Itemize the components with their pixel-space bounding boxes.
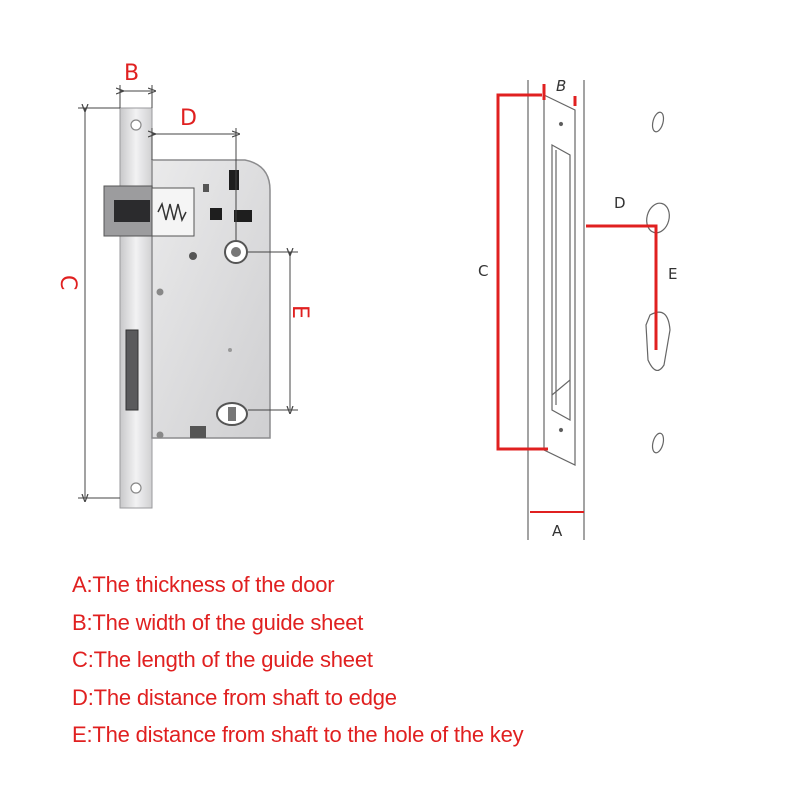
right-dimensions [496, 84, 658, 451]
label-d-left: D [180, 106, 197, 131]
rivet-4 [156, 431, 164, 439]
shaft-hole-inner [231, 247, 241, 257]
latch-spring-window [151, 187, 195, 237]
key-hole-slot [228, 407, 236, 421]
bottom-notch [190, 426, 206, 438]
legend-item-e: E:The distance from shaft to the hole of… [72, 722, 524, 747]
label-c-left: C [55, 275, 80, 290]
sketch-key-hole [645, 311, 671, 371]
left-dimensions [78, 85, 298, 498]
rivet-3 [228, 348, 232, 352]
sketch-hole-bottom [651, 432, 665, 454]
label-c-right: C [478, 262, 488, 280]
door-sketch [527, 80, 671, 540]
rivet-1 [189, 252, 197, 260]
sketch-hole-top [651, 111, 665, 133]
label-b-right: B [556, 77, 566, 95]
sketch-faceplate-inner [551, 143, 571, 422]
faceplate-screw-bottom [130, 482, 142, 494]
sketch-shaft-hole [646, 202, 670, 234]
label-e-left: E [287, 305, 312, 319]
label-b-left: B [124, 61, 139, 86]
legend-item-c: C:The length of the guide sheet [72, 647, 373, 672]
latch-spring [157, 201, 187, 223]
legend-item-d: D:The distance from shaft to edge [72, 684, 397, 710]
legend-item-a: A:The thickness of the door [72, 572, 335, 597]
lock-catch [234, 210, 252, 222]
dim-line-c-right [496, 93, 548, 451]
latch-bolt-black [114, 200, 150, 222]
guide-sheet-faceplate [119, 107, 153, 509]
rivet-2 [156, 288, 164, 296]
sketch-faceplate [543, 94, 576, 466]
dim-line-d-right [586, 224, 658, 350]
lock-lever [229, 170, 239, 190]
faceplate-slot [125, 329, 139, 411]
small-hole [203, 184, 209, 192]
label-e-right: E [668, 265, 677, 283]
label-d-right: D [614, 194, 626, 212]
label-a-right: A [552, 522, 563, 540]
lock-square [210, 208, 222, 220]
legend: A:The thickness of the door B:The width … [72, 566, 524, 754]
faceplate-screw-top [130, 119, 142, 131]
lock-illustration [103, 107, 271, 509]
legend-item-b: B:The width of the guide sheet [72, 609, 364, 635]
